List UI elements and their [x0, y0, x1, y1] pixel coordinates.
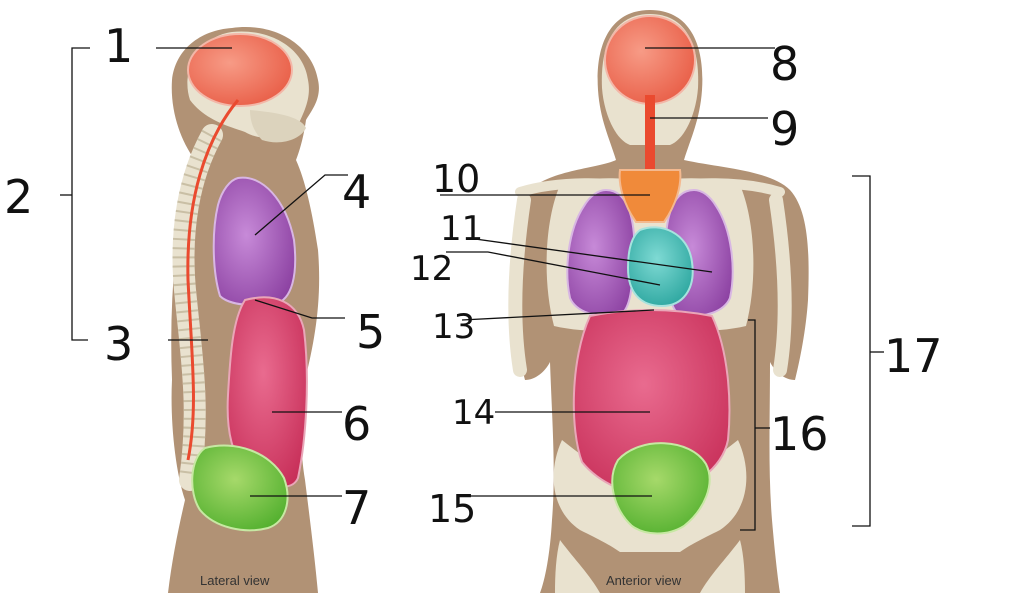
label-4: 4 — [342, 165, 371, 219]
anterior-view-caption: Anterior view — [606, 573, 682, 588]
anterior-figure — [508, 10, 809, 593]
label-16: 16 — [770, 407, 829, 461]
anterior-arms — [508, 193, 792, 377]
label-11: 11 — [440, 209, 483, 249]
anterior-superior-mediastinum — [618, 169, 682, 223]
lateral-brain — [187, 33, 293, 107]
anterior-spinal-cord — [645, 95, 655, 175]
label-8: 8 — [770, 37, 799, 91]
anterior-pericardial-cavity — [626, 226, 694, 308]
label-1: 1 — [104, 19, 133, 73]
lateral-vertebra-marks — [172, 129, 222, 482]
lateral-spinal-cord — [186, 99, 240, 461]
lateral-abdominal-cavity — [226, 296, 308, 488]
lateral-figure — [168, 27, 320, 593]
anterior-pelvic-cavity — [611, 442, 711, 535]
label-13: 13 — [432, 307, 475, 347]
label-15: 15 — [428, 487, 476, 531]
label-7: 7 — [342, 481, 371, 535]
label-12: 12 — [410, 249, 453, 289]
label-9: 9 — [770, 102, 799, 156]
label-14: 14 — [452, 393, 495, 433]
lateral-pelvic-cavity — [191, 444, 289, 532]
lateral-jaw — [250, 110, 306, 143]
anterior-brain — [604, 15, 696, 105]
label-3: 3 — [104, 317, 133, 371]
label-2: 2 — [4, 170, 33, 224]
label-6: 6 — [342, 397, 371, 451]
label-5: 5 — [356, 305, 385, 359]
lateral-view-caption: Lateral view — [200, 573, 270, 588]
label-10: 10 — [432, 157, 480, 201]
label-17: 17 — [884, 329, 943, 383]
anterior-legs — [555, 540, 745, 593]
number-labels: 1 2 3 4 5 6 7 8 9 10 11 12 13 14 15 16 1… — [4, 19, 943, 535]
leader-lines — [60, 47, 884, 531]
